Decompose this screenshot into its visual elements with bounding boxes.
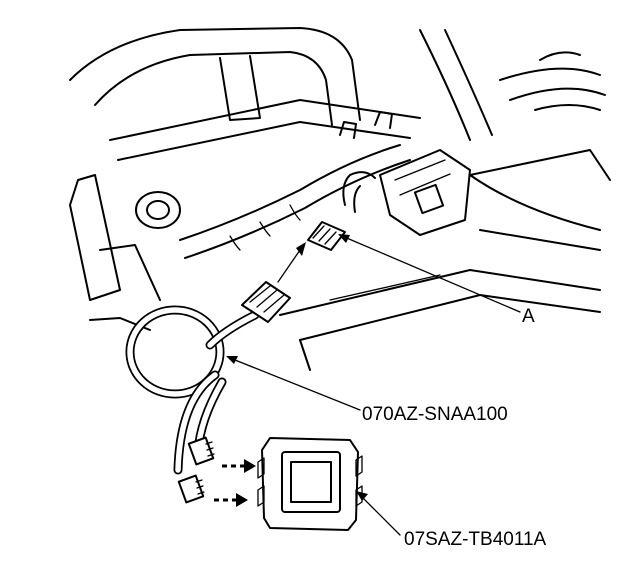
vehicle-connector-a (307, 171, 376, 251)
plug-arrows (214, 459, 256, 507)
leader-lines (226, 234, 521, 536)
test-module (257, 437, 363, 531)
cable-part-label: 070AZ-SNAA100 (362, 404, 508, 425)
harness-connector (241, 281, 291, 323)
vehicle-structure (69, 27, 611, 371)
insert-arrow (277, 242, 306, 283)
harness-plugs (177, 436, 215, 504)
callout-a-label: A (522, 306, 535, 327)
module-part-label: 07SAZ-TB4011A (404, 529, 547, 550)
